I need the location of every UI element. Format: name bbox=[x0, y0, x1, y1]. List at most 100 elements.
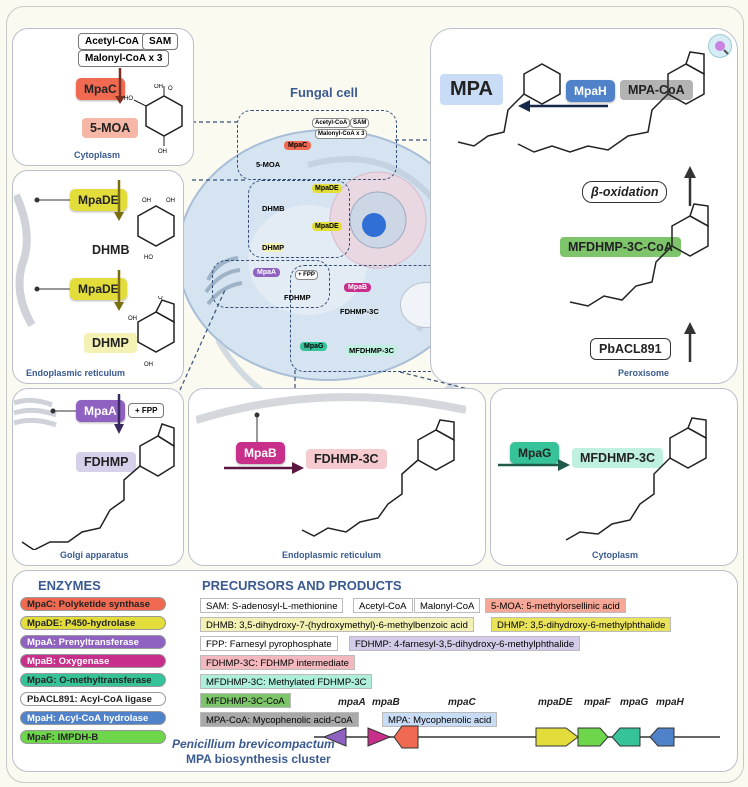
legend-fdhmp-3c: FDHMP-3C: FDHMP intermediate bbox=[200, 655, 355, 670]
mini-fpp: + FPP bbox=[295, 270, 318, 280]
enzyme-mpade-1: MpaDE bbox=[70, 189, 127, 211]
structure-mpa-coa bbox=[457, 51, 705, 153]
enzyme-mpac: MpaC bbox=[76, 78, 125, 100]
legend-acetyl: Acetyl-CoA bbox=[353, 598, 413, 613]
mini-box-prenyl bbox=[212, 260, 330, 308]
nucleolus-core bbox=[362, 213, 386, 237]
product-fdhmp-3c: FDHMP-3C bbox=[306, 449, 387, 469]
mini-mpade1: MpaDE bbox=[312, 184, 342, 193]
mini-malonyl: Malonyl-CoA x 3 bbox=[315, 129, 368, 139]
legend-dhmp: DHMP: 3,5-dihydroxy-6-methylphthalide bbox=[491, 617, 672, 632]
label-cytoplasm-bottom: Cytoplasm bbox=[592, 550, 639, 560]
product-mfdhmp-3c-coa: MFDHMP-3C-CoA bbox=[560, 237, 681, 257]
arrow-mpag bbox=[498, 459, 570, 471]
arrow-beta-oxidation bbox=[684, 166, 696, 206]
zoom-icon[interactable] bbox=[708, 34, 732, 58]
enzymes-title: ENZYMES bbox=[38, 578, 101, 593]
legend-fdhmp: FDHMP: 4-farnesyl-3,5-dihydroxy-6-methyl… bbox=[349, 636, 581, 651]
structure-fdhmp bbox=[21, 423, 175, 550]
er-bottom-membrane bbox=[196, 393, 466, 424]
svg-text:OH: OH bbox=[144, 362, 153, 368]
substrate-malonyl-coa: Malonyl-CoA x 3 bbox=[78, 50, 170, 67]
label-golgi: Golgi apparatus bbox=[60, 550, 129, 560]
pointer-line-mpade2 bbox=[34, 286, 74, 292]
svg-text:HO: HO bbox=[124, 96, 133, 102]
product-fdhmp: FDHMP bbox=[76, 452, 137, 472]
gene-label-mpaDE: mpaDE bbox=[538, 697, 573, 708]
mini-mpag: MpaG bbox=[300, 342, 328, 351]
svg-text:O: O bbox=[158, 296, 163, 301]
legend-mfdhmp-3c-coa: MFDHMP-3C-CoA bbox=[200, 693, 291, 708]
svg-text:OH: OH bbox=[154, 84, 163, 90]
mini-dhmb: DHMB bbox=[262, 204, 285, 213]
legend-mfdhmp-3c: MFDHMP-3C: Methylated FDHMP-3C bbox=[200, 674, 373, 689]
svg-text:OH: OH bbox=[142, 198, 151, 204]
gene-mpaG-arrow bbox=[611, 727, 641, 747]
label-er-left: Endoplasmic reticulum bbox=[26, 368, 126, 378]
arrow-mpade2 bbox=[114, 270, 124, 311]
cluster-species: Penicillium brevicompactum bbox=[172, 737, 335, 751]
arrow-pbacl891 bbox=[684, 322, 696, 362]
structure-mfdhmp-3c bbox=[565, 417, 707, 541]
gene-mpaH-arrow bbox=[649, 727, 675, 747]
pointer-line-mpab bbox=[254, 412, 260, 446]
product-mpa-coa: MPA-CoA bbox=[620, 80, 693, 100]
fungal-cell-title: Fungal cell bbox=[290, 85, 358, 100]
mini-fdhmp: FDHMP bbox=[284, 293, 311, 302]
legend-enzyme-item: MpaG: O-methyltransferase bbox=[20, 673, 166, 687]
gene-mpaB-arrow bbox=[367, 727, 392, 747]
arrow-mpaa bbox=[114, 394, 124, 434]
mini-5moa: 5-MOA bbox=[256, 160, 281, 169]
mini-box-p450 bbox=[248, 180, 350, 258]
structure-mfdhmp-3c-coa bbox=[569, 203, 709, 307]
pointer-line-mpade1 bbox=[34, 197, 74, 203]
mini-mfdhmp3c: MFDHMP-3C bbox=[346, 345, 397, 356]
gene-label-mpaH: mpaH bbox=[656, 697, 684, 708]
legend-enzyme-item: MpaB: Oxygenase bbox=[20, 654, 166, 668]
arrow-mpab bbox=[224, 462, 304, 474]
product-dhmb: DHMB bbox=[84, 240, 138, 260]
svg-text:OH: OH bbox=[166, 198, 175, 204]
legend-enzyme-item: MpaA: Prenyltransferase bbox=[20, 635, 166, 649]
legend-mpa: MPA: Mycophenolic acid bbox=[382, 712, 498, 727]
enzyme-mpaa: MpaA bbox=[76, 400, 125, 422]
products-title: PRECURSORS AND PRODUCTS bbox=[202, 578, 402, 593]
gene-cluster bbox=[314, 725, 720, 749]
gene-label-mpaC: mpaC bbox=[448, 697, 476, 708]
svg-text:OH: OH bbox=[128, 316, 137, 322]
label-cytoplasm-top: Cytoplasm bbox=[74, 150, 121, 160]
legend-enzyme-item: PbACL891: Acyl-CoA ligase bbox=[20, 692, 166, 706]
legend-malonyl: Malonyl-CoA bbox=[414, 598, 481, 613]
legend-mpa-coa: MPA-CoA: Mycophenolic acid-CoA bbox=[200, 712, 359, 727]
gene-mpaDE-arrow bbox=[535, 727, 579, 747]
label-peroxisome: Peroxisome bbox=[618, 368, 670, 378]
cluster-title: MPA biosynthesis cluster bbox=[186, 752, 331, 766]
gene-mpaF-arrow bbox=[577, 727, 609, 747]
legend-5-moa: 5-MOA: 5-methylorsellinic acid bbox=[485, 598, 626, 613]
structure-dhmp: O OH OH bbox=[128, 296, 175, 368]
panel-er-bottom bbox=[188, 388, 486, 566]
pointer-line-mpaa bbox=[50, 408, 80, 414]
mini-sam: SAM bbox=[350, 118, 370, 128]
gene-label-mpaG: mpaG bbox=[620, 697, 649, 708]
gene-label-mpaA: mpaA bbox=[338, 697, 366, 708]
legend-dhmb: DHMB: 3,5-dihydroxy-7-(hydroxymethyl)-6-… bbox=[200, 617, 474, 632]
structure-fdhmp-3c bbox=[301, 419, 455, 537]
gene-label-mpaF: mpaF bbox=[584, 697, 611, 708]
product-5-moa: 5-MOA bbox=[82, 118, 139, 138]
legend-enzyme-item: MpaDE: P450-hydrolase bbox=[20, 616, 166, 630]
legend-enzyme-item: MpaC: Polyketide synthase bbox=[20, 597, 166, 611]
gene-mpaC-arrow bbox=[393, 725, 419, 749]
mini-fdhmp3c: FDHMP-3C bbox=[340, 307, 379, 316]
arrow-mpac bbox=[115, 68, 125, 104]
mini-mpaa: MpaA bbox=[253, 268, 281, 277]
legend-enzyme-item: MpaH: Acyl-CoA hydrolase bbox=[20, 711, 166, 725]
svg-text:O: O bbox=[168, 86, 173, 92]
product-mfdhmp-3c: MFDHMP-3C bbox=[572, 448, 663, 468]
gene-mpaA-arrow bbox=[322, 727, 347, 747]
mini-mpab: MpaB bbox=[344, 283, 372, 292]
er-membrane-icon bbox=[14, 193, 36, 328]
legend-fpp: FPP: Farnesyl pyrophosphate bbox=[200, 636, 338, 651]
